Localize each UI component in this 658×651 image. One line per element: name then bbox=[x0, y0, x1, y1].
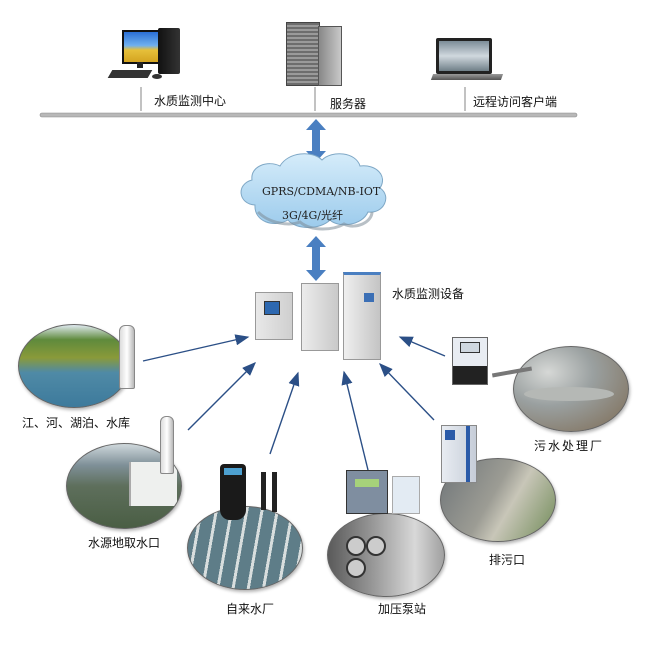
site-sewage-plant-image bbox=[513, 346, 629, 432]
network-protocols-line2: 3G/4G/光纤 bbox=[282, 209, 343, 222]
arrow-pump-station bbox=[341, 370, 369, 471]
site-sewage-plant-label: 污水处理厂 bbox=[534, 439, 605, 453]
network-bus bbox=[39, 87, 578, 118]
site-intake-image bbox=[66, 443, 182, 529]
site-intake-label: 水源地取水口 bbox=[88, 536, 161, 550]
wall-cabinet-icon bbox=[255, 292, 293, 340]
controller-display-icon bbox=[346, 470, 388, 514]
water-probe-icon bbox=[160, 416, 174, 474]
arrow-sewage-plant bbox=[398, 336, 446, 357]
equipment-label: 水质监测设备 bbox=[392, 287, 465, 301]
floor-cabinet-icon bbox=[343, 272, 381, 360]
remote-client-label: 远程访问客户端 bbox=[473, 95, 558, 109]
sensor-probe-icon bbox=[272, 472, 277, 512]
site-waterworks-label: 自来水厂 bbox=[226, 602, 275, 616]
arrow-river bbox=[142, 334, 250, 362]
network-protocols-line1: GPRS/CDMA/NB-IOT bbox=[262, 185, 381, 198]
site-pump-station-image bbox=[327, 513, 445, 597]
sensor-probe-icon bbox=[261, 472, 266, 510]
wall-analyzer-icon bbox=[441, 425, 477, 483]
double-arrow-top bbox=[306, 119, 326, 162]
desktop-pc-icon bbox=[107, 28, 180, 84]
analyzer-probe-icon bbox=[220, 464, 246, 520]
site-waterworks-image bbox=[187, 506, 303, 590]
server-label: 服务器 bbox=[330, 97, 367, 111]
laptop-icon bbox=[430, 38, 504, 84]
water-probe-icon bbox=[119, 325, 135, 389]
server-tower-icon bbox=[284, 22, 342, 86]
arrow-waterworks bbox=[269, 371, 300, 455]
data-flow-arrows bbox=[142, 334, 446, 471]
controller-unit-icon bbox=[452, 337, 488, 385]
site-pump-station-label: 加压泵站 bbox=[378, 602, 427, 616]
arrow-outfall bbox=[379, 362, 435, 421]
monitoring-center-label: 水质监测中心 bbox=[154, 94, 227, 108]
arrow-intake bbox=[187, 362, 256, 431]
double-arrow-bottom bbox=[306, 236, 326, 281]
site-river-label: 江、河、湖泊、水库 bbox=[22, 416, 131, 430]
network-cloud bbox=[240, 153, 387, 231]
flow-cell-icon bbox=[392, 476, 420, 514]
site-river-image bbox=[18, 324, 130, 408]
outdoor-cabinet-icon bbox=[301, 283, 339, 351]
site-outfall-label: 排污口 bbox=[489, 553, 526, 567]
